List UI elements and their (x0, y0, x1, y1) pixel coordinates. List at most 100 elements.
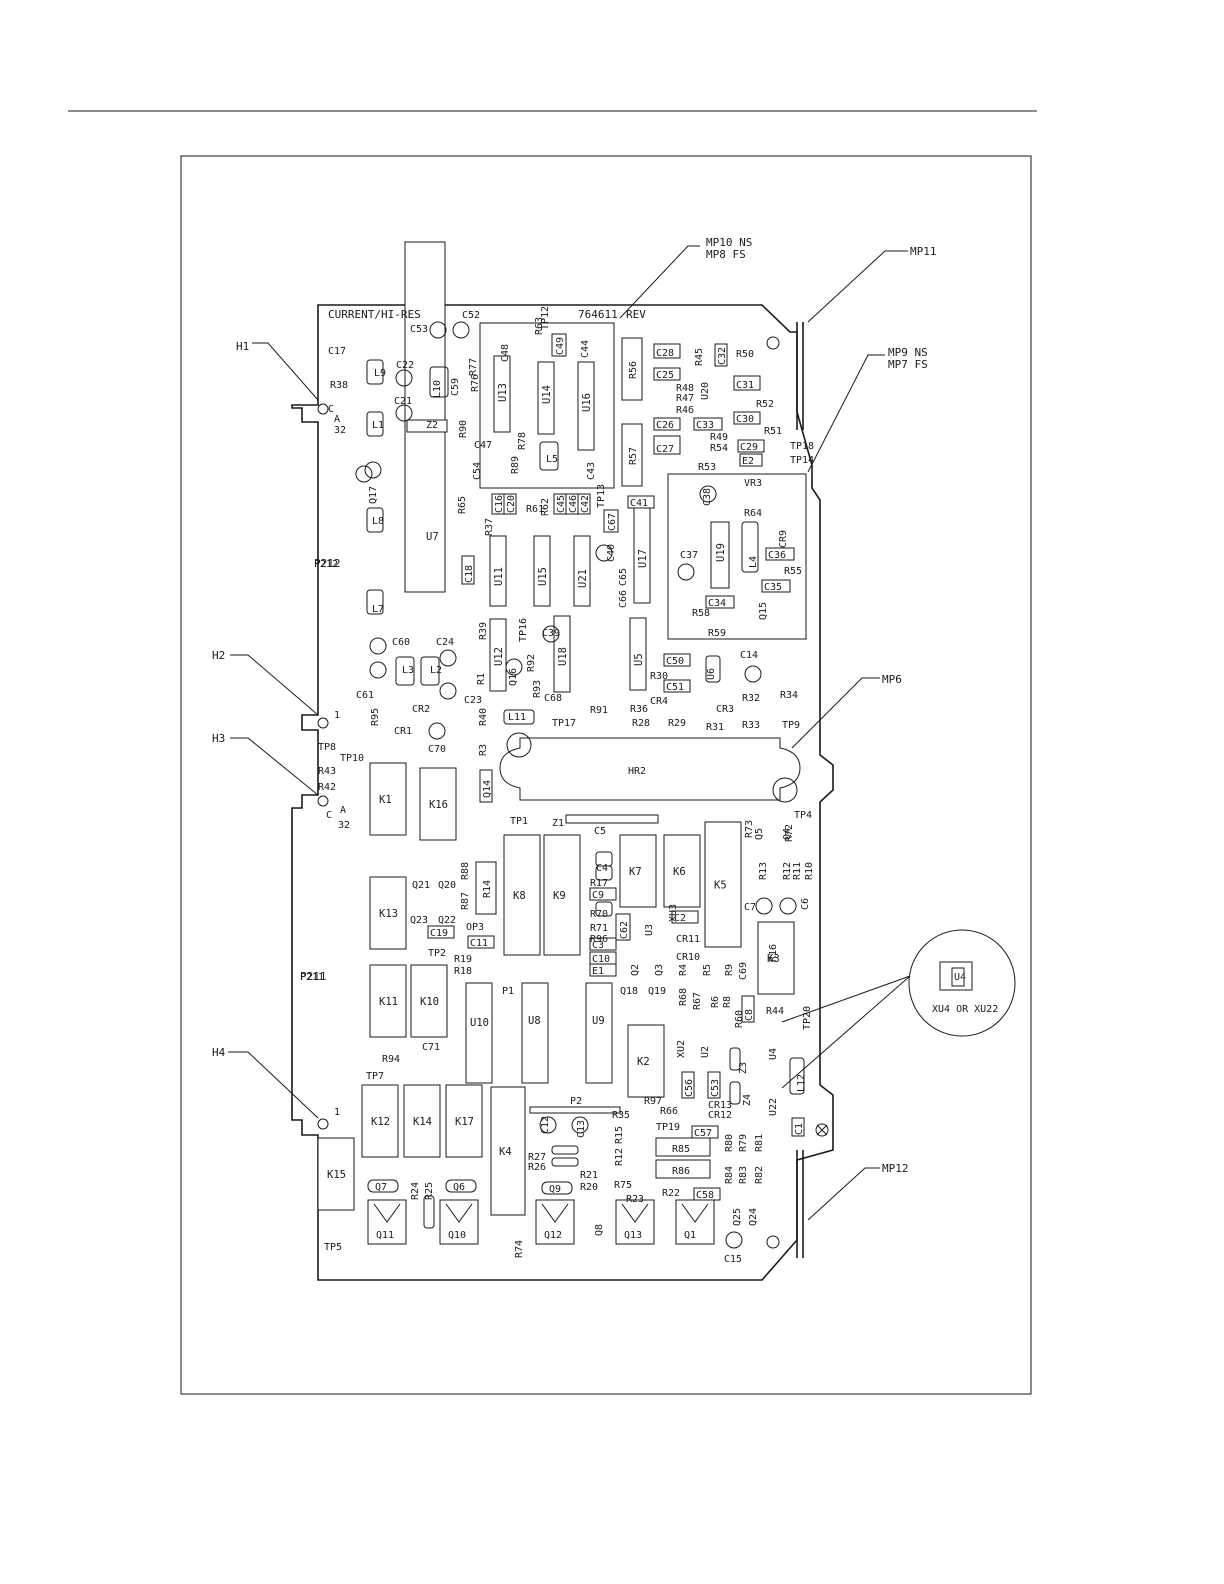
ref-designator: P2 (570, 1096, 582, 1107)
ref-designator: U20 (700, 382, 711, 400)
ic-label: U14 (541, 385, 553, 404)
capacitor-body (653, 367, 681, 381)
ref-designator: C43 (586, 462, 597, 480)
relay-body (361, 1084, 399, 1158)
capacitor-body (739, 453, 763, 467)
ref-designator: Q15 (758, 602, 769, 620)
ref-designator: R18 (454, 966, 472, 977)
ref-designator: R61 (526, 504, 544, 515)
capacitor-body (663, 653, 691, 667)
capacitor-outline (725, 1231, 743, 1249)
capacitor-body (741, 995, 755, 1023)
relay-label: K12 (371, 1116, 390, 1128)
relay-label: K1 (379, 794, 392, 806)
ref-designator: R93 (532, 680, 543, 698)
ref-designator: TP8 (318, 742, 336, 753)
ref-designator: CR12 (708, 1110, 732, 1121)
ref-designator: R95 (370, 708, 381, 726)
relay-body (317, 1137, 355, 1211)
capacitor-label: C49 (555, 337, 566, 355)
ref-designator: R1 (476, 673, 487, 685)
shield-right (667, 473, 807, 640)
capacitor-outline (744, 665, 762, 683)
capacitor-label: C26 (656, 420, 674, 431)
relay-body (619, 834, 657, 908)
capacitor-label: C46 (568, 495, 579, 513)
relay-body (369, 964, 407, 1038)
ref-designator: CR1 (394, 726, 412, 737)
capacitor-body (461, 555, 475, 585)
ref-designator: Q8 (594, 1224, 605, 1236)
capacitor-body (503, 493, 517, 515)
ref-designator: R89 (510, 456, 521, 474)
capacitor-label: C42 (580, 495, 591, 513)
ref-designator: C21 (394, 396, 412, 407)
capacitor-label: C35 (764, 582, 782, 593)
mounting-hardware (766, 322, 829, 1258)
relay-label: K5 (714, 880, 727, 892)
capacitor-body (761, 579, 791, 593)
inductor-outline (429, 366, 449, 398)
ref-designator: R21 (580, 1170, 598, 1181)
relay-body (369, 762, 407, 836)
inductor-outline (741, 521, 759, 573)
ref-designator: L4 (748, 556, 759, 568)
relay-label: K10 (420, 996, 439, 1008)
ref-designator: TP10 (340, 753, 364, 764)
capacitor-label: C67 (607, 513, 618, 531)
ref-designator: TP20 (802, 1006, 813, 1030)
resistor-label: R85 (672, 1144, 690, 1155)
inductor-outline (366, 507, 384, 533)
transistor-outline (621, 1203, 649, 1223)
ref-designator: R20 (580, 1182, 598, 1193)
transistor-body (479, 769, 493, 803)
capacitor-outline (439, 649, 457, 667)
callout-mp10: MP10 NS (706, 236, 752, 249)
pin-a-top: A (334, 414, 340, 425)
transistor-body (367, 1199, 407, 1245)
transistor-outline (541, 1203, 569, 1223)
inductor-outline (729, 1047, 741, 1071)
ref-designator: Z2 (426, 420, 438, 431)
ref-designator: R39 (478, 622, 489, 640)
ref-designator: C52 (462, 310, 480, 321)
ref-designator: TP4 (794, 810, 812, 821)
relay-body (445, 1084, 483, 1158)
ref-designator: TP14 (790, 455, 814, 466)
transistor-label: Q10 (448, 1230, 466, 1241)
ref-designator: Z1 (552, 818, 564, 829)
hybrid-hr2 (499, 737, 801, 801)
ref-designator: C38 (702, 488, 713, 506)
relay-label: K13 (379, 908, 398, 920)
transistor-body (367, 1179, 399, 1193)
ref-designator: R6 (710, 996, 721, 1008)
capacitor-outline (452, 321, 470, 339)
capacitor-label: C32 (717, 347, 728, 365)
figure-frame (180, 155, 1032, 1395)
capacitor-body (791, 1117, 805, 1137)
inductor-outline (595, 865, 613, 881)
ref-designator: R49 (710, 432, 728, 443)
ref-designator: R59 (708, 628, 726, 639)
ref-designator: R24 (410, 1182, 421, 1200)
resistor-label: R14 (482, 880, 493, 898)
ref-designator: L12 (796, 1074, 807, 1092)
shield-upper (479, 322, 615, 489)
ref-designator: R17 (590, 878, 608, 889)
ref-designator: L11 (508, 712, 526, 723)
capacitor-body (603, 509, 619, 533)
ref-designator: Q22 (438, 915, 456, 926)
capacitor-label: C19 (430, 928, 448, 939)
relay-label: K16 (429, 799, 448, 811)
ref-designator: L9 (374, 368, 386, 379)
ref-designator: R22 (662, 1188, 680, 1199)
ref-designator: Q16 (508, 668, 519, 686)
ref-designator: C4 (596, 863, 608, 874)
relay-label: K8 (513, 890, 526, 902)
capacitor-label: C28 (656, 348, 674, 359)
ref-designator: C47 (474, 440, 492, 451)
capacitor-body (653, 435, 681, 455)
ref-designator: L3 (402, 665, 414, 676)
transistor-label: Q7 (375, 1182, 387, 1193)
